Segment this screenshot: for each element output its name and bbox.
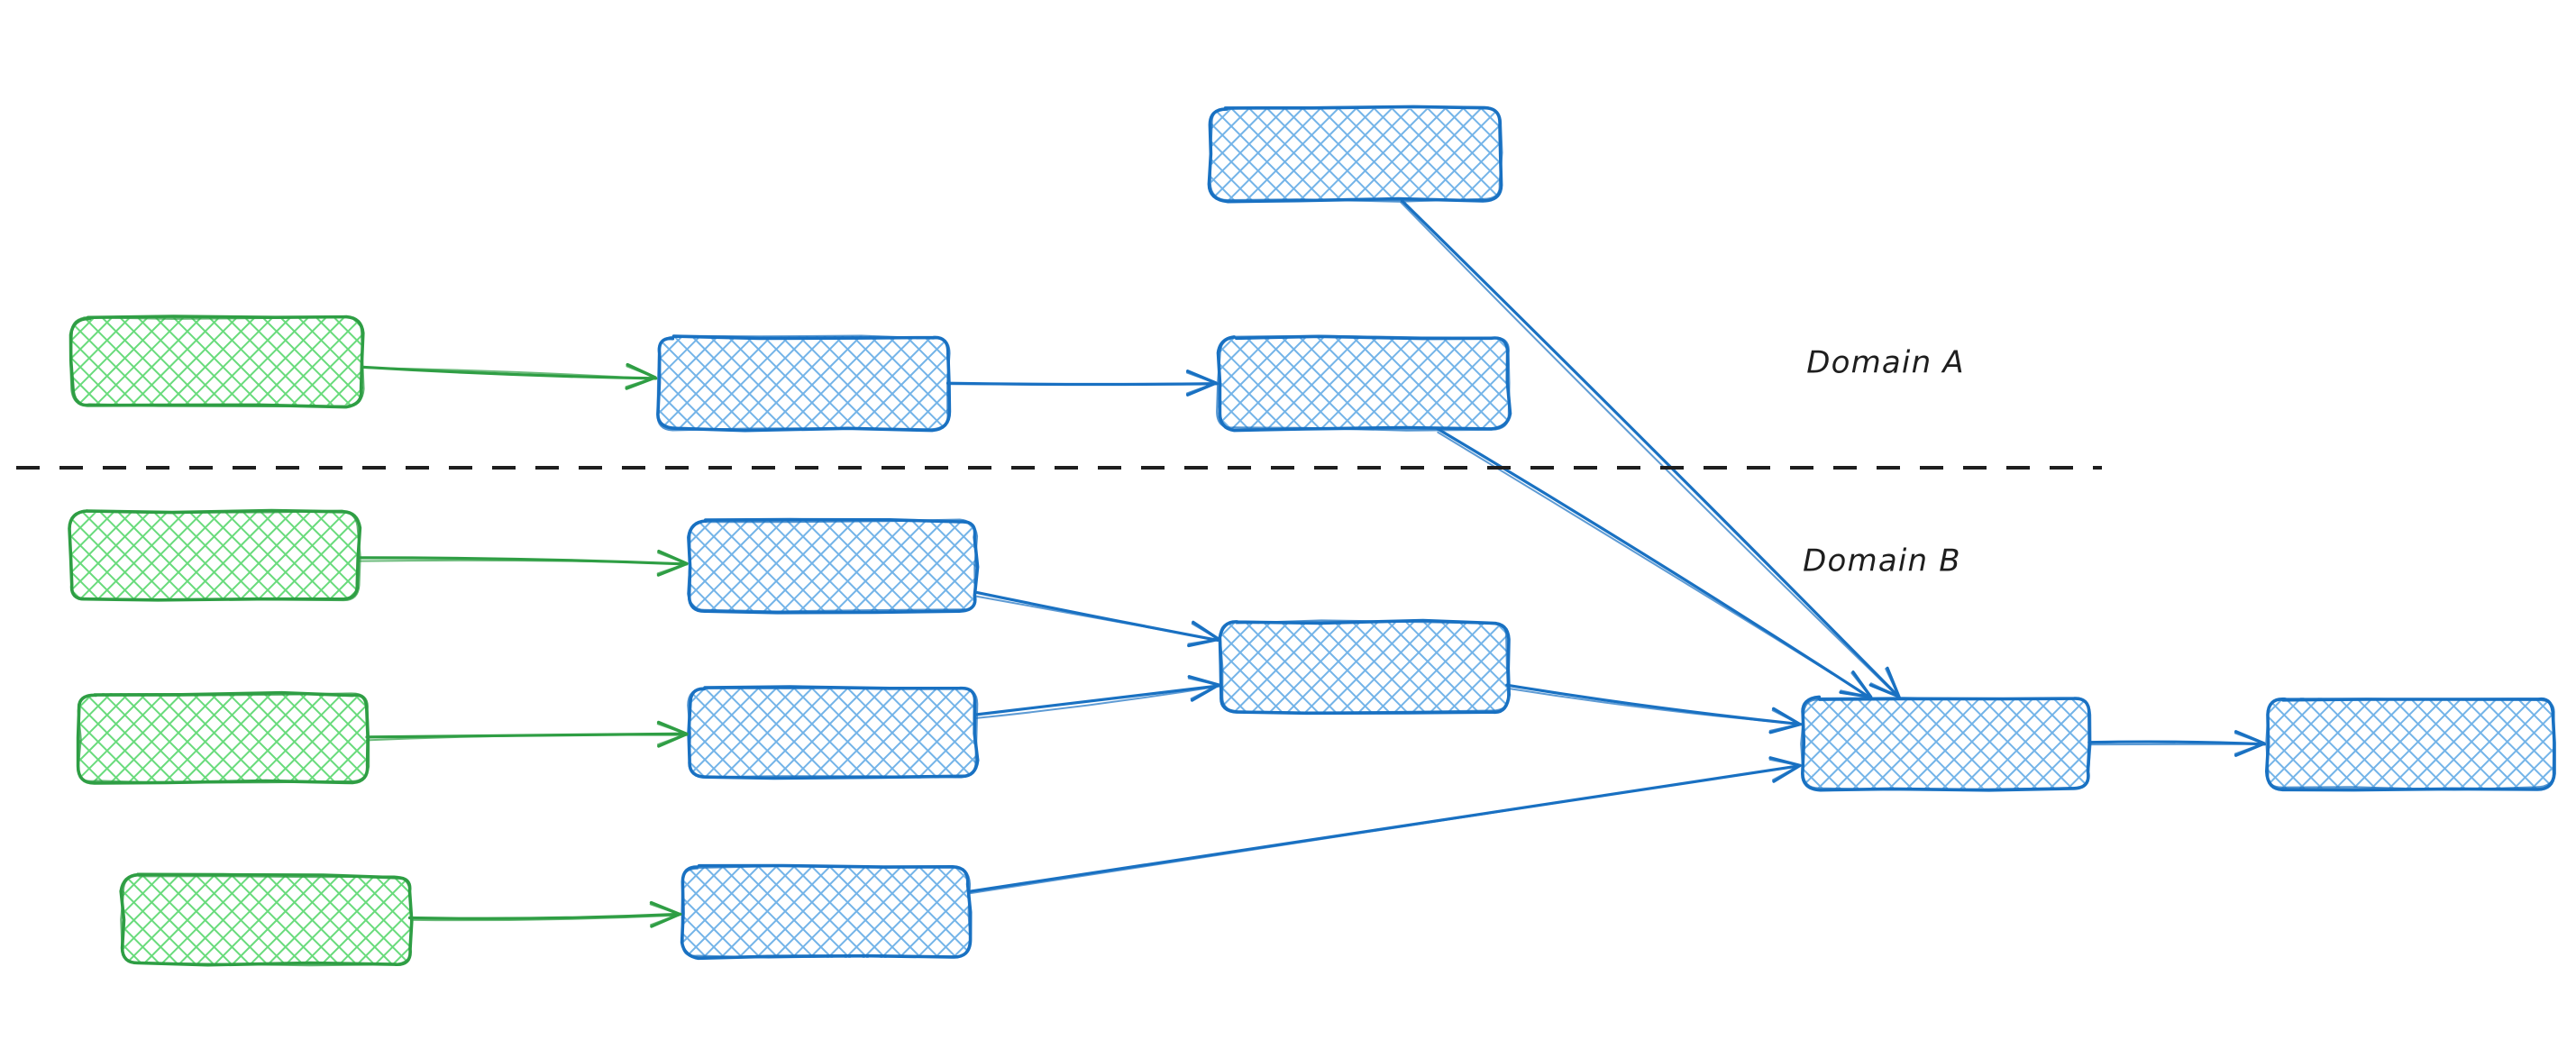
edge-e1 xyxy=(361,362,658,390)
node-green-a1[interactable] xyxy=(69,315,365,409)
edge-e12 xyxy=(2087,730,2267,757)
edge-e8 xyxy=(973,590,1220,648)
node-blue-a1[interactable] xyxy=(656,334,952,433)
edge-arrowhead xyxy=(2233,732,2266,755)
edge-line xyxy=(1401,199,1901,699)
edge-arrowhead xyxy=(1869,668,1900,698)
edge-e2 xyxy=(945,369,1219,397)
node-fill xyxy=(1219,620,1509,713)
node-outline xyxy=(1216,334,1511,432)
node-blue-b3[interactable] xyxy=(680,863,973,961)
node-green-b1[interactable] xyxy=(68,508,362,602)
node-blue-b1[interactable] xyxy=(687,517,980,615)
edge-e10 xyxy=(1505,683,1803,734)
edge-arrowhead xyxy=(625,365,657,388)
node-fill xyxy=(1801,698,2091,789)
node-fill xyxy=(681,866,970,958)
edge-arrowhead xyxy=(656,552,689,575)
edge-arrowhead xyxy=(1185,371,1218,395)
node-fill xyxy=(1218,336,1509,429)
edge-line xyxy=(361,366,656,380)
edges-layer xyxy=(358,199,2267,928)
nodes-layer xyxy=(68,105,2556,967)
edge-line xyxy=(947,382,1218,386)
node-outline xyxy=(69,315,365,407)
node-outline xyxy=(69,509,361,602)
edge-arrowhead xyxy=(1187,622,1220,645)
node-fill xyxy=(78,693,370,783)
edge-e7 xyxy=(407,900,682,928)
node-fill xyxy=(122,876,412,965)
edge-arrowhead xyxy=(1187,677,1220,700)
edge-e5 xyxy=(358,550,689,577)
node-outline xyxy=(687,518,979,613)
edge-arrowhead xyxy=(1840,671,1872,698)
node-blue-a2[interactable] xyxy=(1216,334,1512,433)
edge-arrowhead xyxy=(1768,758,1802,781)
node-blue-b2[interactable] xyxy=(687,685,980,780)
node-blue-b-out[interactable] xyxy=(2265,697,2556,792)
domain-b-label: Domain B xyxy=(1803,543,1961,579)
edge-line xyxy=(1505,683,1803,726)
edge-line xyxy=(1507,688,1803,725)
node-outline xyxy=(1209,105,1503,203)
node-fill xyxy=(690,687,976,780)
edge-line xyxy=(1400,201,1901,699)
edge-e6 xyxy=(365,720,689,748)
edge-line xyxy=(359,559,689,565)
edge-e11 xyxy=(968,756,1802,895)
edge-line xyxy=(407,912,682,920)
node-blue-a-top[interactable] xyxy=(1207,105,1503,204)
node-outline xyxy=(656,334,951,432)
node-fill xyxy=(2266,697,2555,789)
node-outline xyxy=(120,874,413,967)
node-outline xyxy=(1219,619,1510,714)
edge-e9 xyxy=(973,675,1221,720)
node-outline xyxy=(681,864,972,959)
edge-line xyxy=(365,734,689,742)
edge-line xyxy=(973,685,1221,720)
node-outline xyxy=(77,692,370,784)
domain-a-label: Domain A xyxy=(1806,345,1965,381)
edge-e3 xyxy=(1400,199,1901,699)
node-fill xyxy=(658,335,950,430)
edge-line xyxy=(973,684,1221,716)
node-outline xyxy=(687,687,979,779)
edge-arrowhead xyxy=(656,723,689,746)
edge-line xyxy=(968,764,1801,895)
node-fill xyxy=(69,511,360,601)
node-green-b2[interactable] xyxy=(76,690,370,785)
node-blue-b-agg[interactable] xyxy=(1800,695,2092,792)
node-fill xyxy=(689,520,977,612)
node-outline xyxy=(2265,698,2555,791)
edge-line xyxy=(974,595,1220,642)
edge-arrowhead xyxy=(649,903,681,926)
node-fill xyxy=(1210,107,1502,201)
node-outline xyxy=(1800,697,2092,791)
edge-line xyxy=(411,914,681,922)
node-green-b3[interactable] xyxy=(119,872,414,967)
edge-arrowhead xyxy=(1768,709,1802,732)
node-fill xyxy=(71,316,364,406)
node-blue-b-mid[interactable] xyxy=(1218,618,1511,716)
